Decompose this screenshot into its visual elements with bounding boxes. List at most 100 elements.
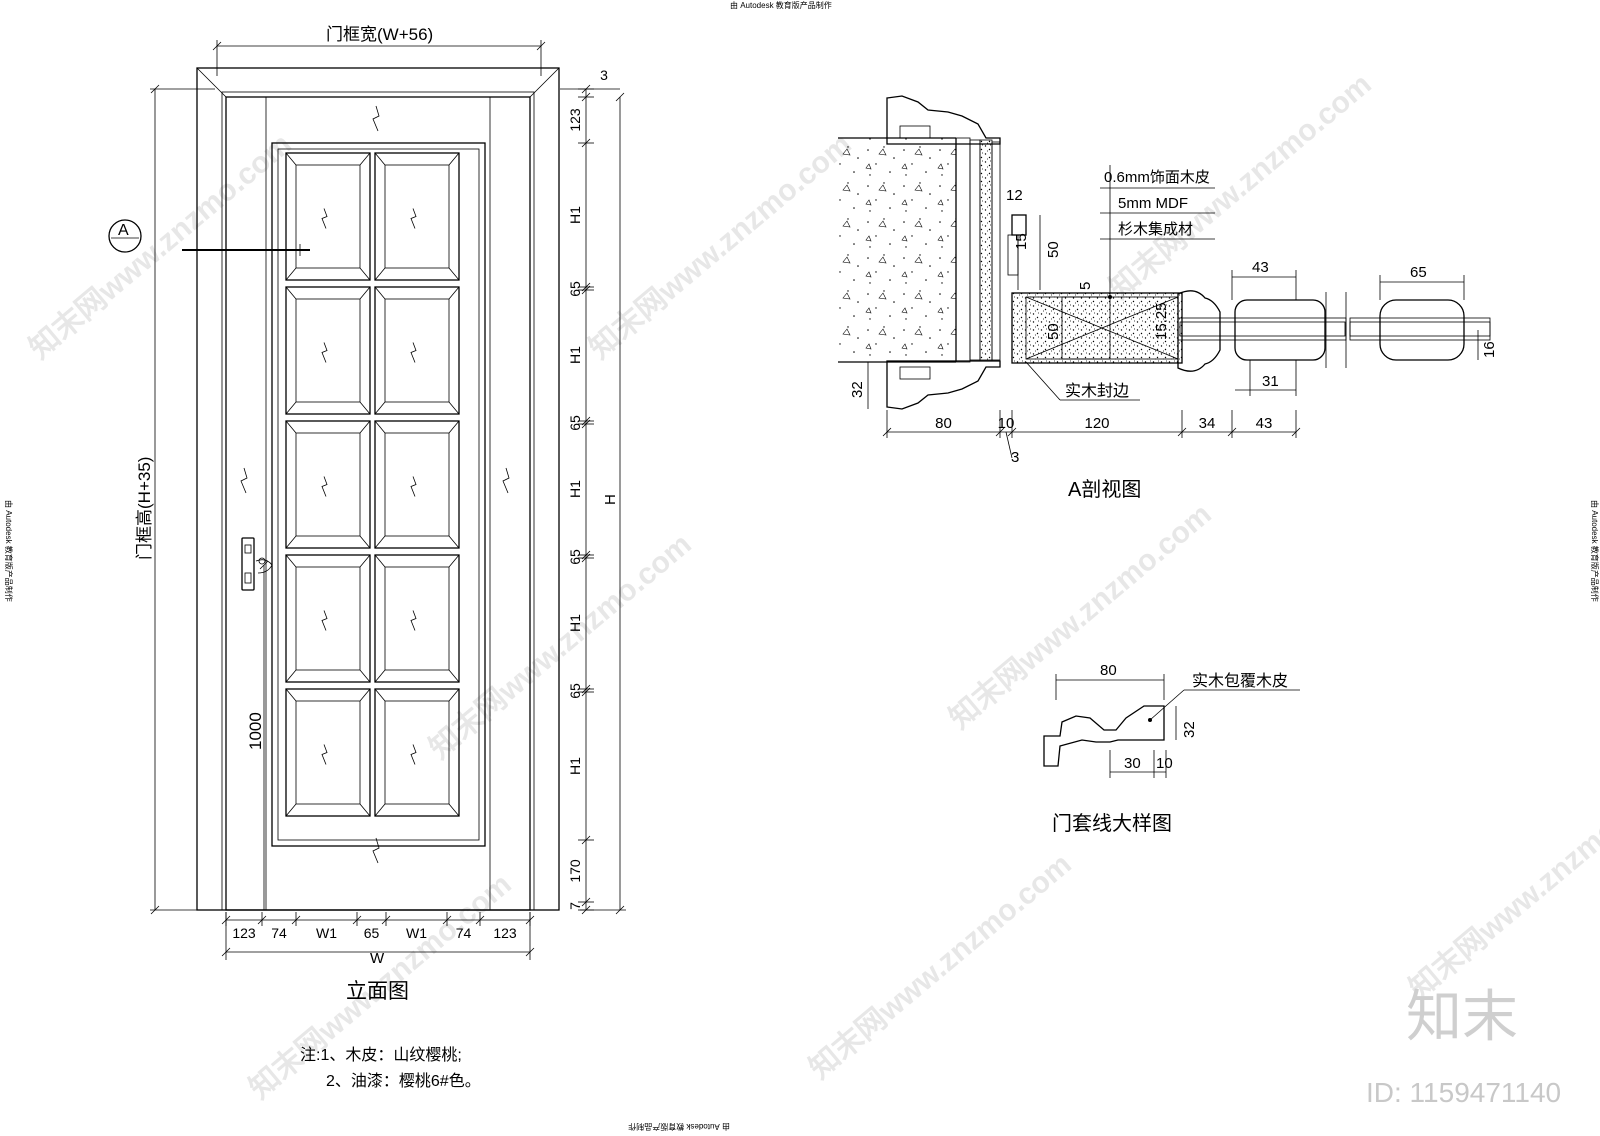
section-dim-label: 43	[1256, 415, 1273, 432]
grain-mark	[372, 837, 380, 864]
stamp-top: 由 Autodesk 教育版产品制作	[730, 0, 832, 10]
dim-65: 65	[1410, 264, 1427, 281]
grain-mark	[372, 105, 380, 132]
section-dim-label: 34	[1199, 415, 1216, 432]
dim-right-label: 65	[567, 683, 583, 699]
dim-frame-width: 门框宽(W+56)	[212, 25, 546, 76]
dim-frame-height-label: 门框高(H+35)	[135, 457, 154, 560]
note-line-2: 2、油漆：樱桃6#色。	[326, 1072, 481, 1090]
watermark-text: 知末网www.znzmo.com	[423, 528, 697, 766]
image-id: ID: 1159471140	[1366, 1077, 1561, 1108]
dim-bottom-label: W1	[316, 925, 337, 941]
section-a-view: 0.6mm饰面木皮 5mm MDF 杉木集成材 实木封边 12 15 50 5 …	[838, 95, 1498, 501]
watermark-text: 知末网www.znzmo.com	[583, 128, 857, 366]
dim-right-label: H1	[567, 757, 583, 775]
dim-bottom-label: 123	[232, 925, 256, 941]
dim-right-label: 170	[567, 859, 583, 883]
dim-12: 12	[1006, 187, 1023, 204]
dim-bottom-chain: W 123 74 W1 65 W1 74 123	[221, 912, 535, 967]
dim-right-label: H1	[567, 346, 583, 364]
door-handle	[241, 537, 273, 591]
watermark-text: 知末网www.znzmo.com	[1403, 768, 1600, 1006]
dim-right-label: 7	[567, 902, 583, 910]
dim-overall-height-label: H	[602, 494, 619, 505]
dim-16: 16	[1481, 341, 1498, 358]
wood-grain-marks	[240, 105, 510, 864]
grain-mark	[502, 467, 510, 494]
raised-panel	[374, 152, 460, 281]
casing-dim-10: 10	[1156, 755, 1173, 772]
stamp-left: 由 Autodesk 教育版产品制作	[4, 500, 14, 602]
raised-panel	[285, 688, 371, 817]
dim-43-top: 43	[1252, 259, 1269, 276]
section-dim-label: 10	[998, 415, 1015, 432]
dim-5: 5	[1077, 282, 1094, 290]
dim-right-label: 65	[567, 281, 583, 297]
section-bottom-dims: 80 10 120 34 43	[882, 410, 1301, 438]
stamp-right: 由 Autodesk 教育版产品制作	[1590, 500, 1600, 602]
raised-panel	[285, 152, 371, 281]
dim-bottom-label: 74	[271, 925, 287, 941]
casing-detail: 实木包覆木皮 80 32 30 10 门套线大样图	[1043, 662, 1300, 835]
grain-mark	[240, 467, 248, 494]
dim-overall-width-label: W	[370, 950, 385, 967]
panel-area-inner	[277, 148, 480, 841]
raised-panels	[285, 152, 460, 817]
dim-right-label: 3	[600, 67, 608, 83]
section-marker-a: A	[108, 219, 310, 256]
section-dim-label: 120	[1084, 415, 1109, 432]
dim-right-label: H1	[567, 480, 583, 498]
dim-right-label: 65	[567, 549, 583, 565]
dim-frame-height: 门框高(H+35)	[135, 84, 215, 915]
casing-title: 门套线大样图	[1052, 812, 1172, 835]
dim-right-label: 123	[567, 108, 583, 132]
door-elevation: A 门框宽(W+56) 门框高(H+35) 1000	[108, 25, 626, 1090]
watermark-layer: 知末网www.znzmo.com 知末网www.znzmo.com 知末网www…	[23, 68, 1600, 1106]
dim-handle-height-label: 1000	[246, 712, 265, 750]
dim-bottom-label: 123	[493, 925, 517, 941]
dim-handle-height: 1000	[246, 560, 269, 910]
casing-dim-30: 30	[1124, 755, 1141, 772]
znzmo-logo: 知末	[1406, 985, 1518, 1048]
raised-panel	[374, 688, 460, 817]
dim-bottom-label: 65	[364, 925, 380, 941]
elevation-title: 立面图	[346, 980, 409, 1003]
dim-15: 15	[1013, 233, 1030, 250]
note-line-1: 注:1、木皮：山纹樱桃;	[300, 1046, 462, 1064]
dim-right-label: 65	[567, 415, 583, 431]
raised-panel	[374, 286, 460, 415]
raised-panel	[285, 554, 371, 683]
section-title: A剖视图	[1068, 478, 1141, 501]
casing-dim-32: 32	[1181, 721, 1198, 738]
dim-15-25: 15.25	[1153, 302, 1170, 340]
dim-bottom-label: W1	[406, 925, 427, 941]
raised-panel	[285, 420, 371, 549]
casing-dim-80: 80	[1100, 662, 1117, 679]
material-leader: 0.6mm饰面木皮 5mm MDF 杉木集成材	[1100, 165, 1215, 299]
door-casing-outer	[196, 67, 560, 911]
dim-50b: 50	[1045, 323, 1062, 340]
dim-bottom-label: 74	[456, 925, 472, 941]
dim-32: 32	[849, 381, 866, 398]
material-veneer: 0.6mm饰面木皮	[1104, 169, 1210, 186]
raised-panel	[285, 286, 371, 415]
watermark-text: 知末网www.znzmo.com	[943, 498, 1217, 736]
section-dim-label: 80	[935, 415, 952, 432]
edge-band-label: 实木封边	[1065, 382, 1129, 400]
material-mdf: 5mm MDF	[1118, 195, 1188, 212]
stamp-bottom: 由 Autodesk 教育版产品制作	[628, 1122, 730, 1131]
dim-50a: 50	[1045, 241, 1062, 258]
watermark-text: 知末网www.znzmo.com	[803, 848, 1077, 1086]
dim-31: 31	[1262, 373, 1279, 390]
watermark-text: 知末网www.znzmo.com	[1103, 68, 1377, 306]
dim-right-label: H1	[567, 614, 583, 632]
raised-panel	[374, 420, 460, 549]
dim-3: 3	[1011, 449, 1019, 466]
dim-right-label: H1	[567, 206, 583, 224]
section-marker-label: A	[118, 222, 129, 239]
door-frame-line	[221, 91, 535, 911]
casing-label: 实木包覆木皮	[1192, 672, 1288, 690]
